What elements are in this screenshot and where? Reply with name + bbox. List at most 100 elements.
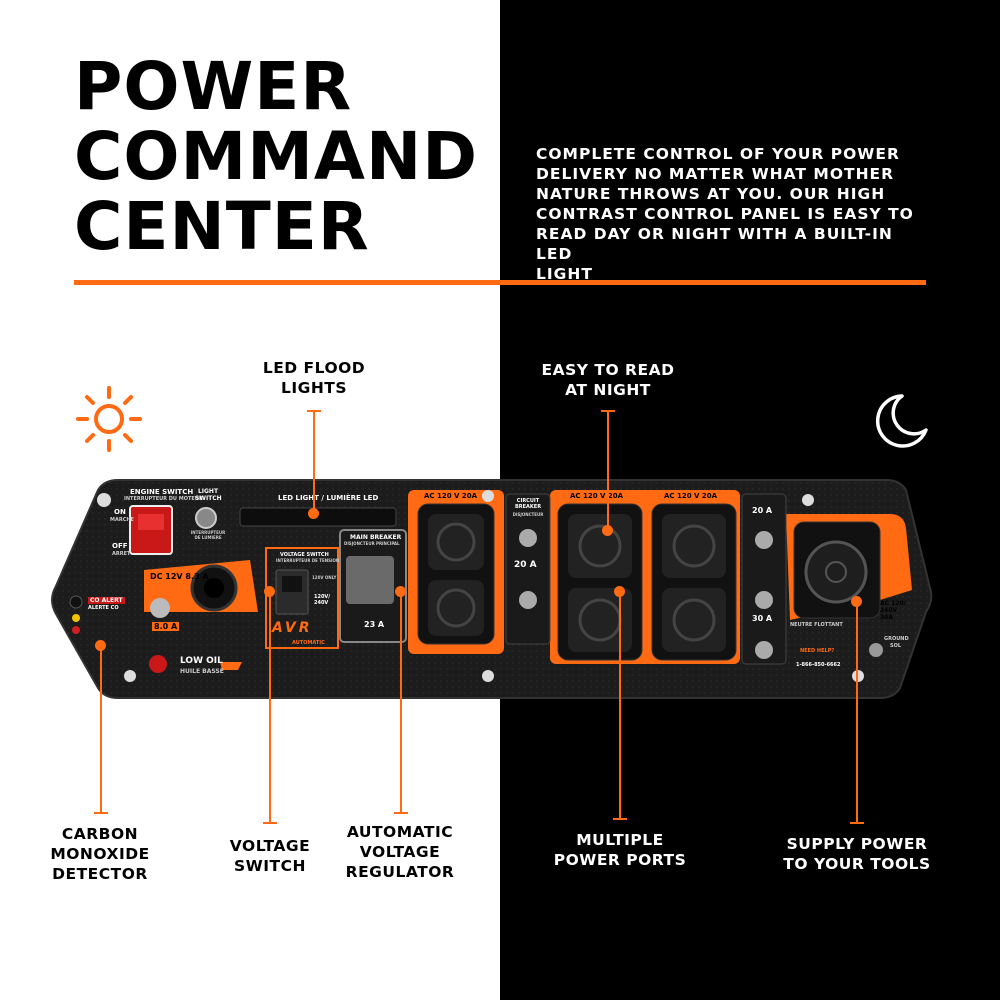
fuse-label: 8.0 A [152,622,180,631]
leader-tick [613,818,627,820]
engine-switch-fr-label: INTERRUPTEUR DU MOTEUR [124,496,203,502]
light-switch-fr-label: INTERRUPTEUR DE LUMIERE [190,530,226,540]
leader-line [400,591,402,813]
ac2-label: AC 120 V 20A [570,492,624,500]
callout-voltage-switch: VOLTAGE SWITCH [210,836,330,876]
callout-multiple-power-ports: MULTIPLE POWER PORTS [540,830,700,870]
voltage-switch-label: VOLTAGE SWITCH [280,552,329,558]
outlet-3 [651,503,737,661]
screw [97,493,111,507]
screw [124,670,136,682]
callout-line: MONOXIDE [50,845,150,863]
co-indicator [69,595,83,609]
leader-dot [602,525,613,536]
leader-tick [394,812,408,814]
help-label: NEED HELP? [800,648,835,654]
neutral-label: NEUTRE FLOTTANT [790,622,843,628]
leader-line [269,591,271,823]
v120-label: 120V ONLY [312,575,337,580]
moon-icon [875,394,928,448]
led-light-bar [239,507,397,527]
callout-carbon-monoxide: CARBON MONOXIDE DETECTOR [40,824,160,884]
leader-tick [94,812,108,814]
leader-tick [850,822,864,824]
callout-line: SWITCH [234,857,306,875]
circuit-breaker-label: CIRCUIT BREAKER [514,498,542,510]
led-light-label: LED LIGHT / LUMIÈRE LED [278,494,379,502]
main-breaker-label: MAIN BREAKER [350,534,402,541]
description-line: CONTRAST CONTROL PANEL IS EASY TO [536,205,914,223]
callout-line: LED FLOOD [262,359,366,377]
light-switch-label: LIGHT SWITCH [195,488,222,502]
leader-line [619,591,621,819]
leader-tick [263,822,277,824]
avr-zone [265,547,339,649]
main-amps-label: 23 A [364,620,385,629]
callout-line: CARBON [61,825,139,843]
ac-big-label: AC 120/ 240V 30A [880,600,906,621]
callout-line: POWER PORTS [553,851,687,869]
callout-line: MULTIPLE [576,831,664,849]
callout-avr: AUTOMATIC VOLTAGE REGULATOR [330,822,470,882]
low-oil-label: LOW OIL [180,656,223,666]
r20-label: 20 A [752,506,773,515]
v120-240-label: 120V/ 240V [314,594,331,606]
fuse [150,598,170,618]
twist-lock-outlet [793,521,881,619]
r30-label: 30 A [752,614,773,623]
leader-line [856,601,858,823]
voltage-switch-fr-label: INTERRUPTEUR DE TENSION [276,558,340,563]
leader-line [313,410,315,512]
low-oil-fr-label: HUILE BASSE [180,668,224,675]
callout-supply-power: SUPPLY POWER TO YOUR TOOLS [776,834,938,874]
engine-switch-label: ENGINE SWITCH [130,488,194,496]
title-line: COMMAND [74,118,478,195]
callout-line: EASY TO READ [541,361,675,379]
dc-rating-label: DC 12V 8.3 A [150,572,209,581]
cb-amps-label: 20 A [514,560,537,570]
sun-icon [76,386,142,452]
callout-line: TO YOUR TOOLS [783,855,931,873]
phone-label: 1-866-850-6662 [796,662,841,668]
ac1-label: AC 120 V 20A [424,492,478,500]
title-line: POWER [74,48,353,125]
callout-line: DETECTOR [52,865,148,883]
leader-line [607,410,609,528]
main-breaker-fr-label: DISJONCTEUR PRINCIPAL [344,541,400,546]
description-line: COMPLETE CONTROL OF YOUR POWER [536,145,900,163]
avr-sub-label: AUTOMATIC [292,640,325,646]
screw [482,490,494,502]
leader-line [100,645,102,813]
leader-dot [308,508,319,519]
ground-terminal [869,643,883,657]
description-line: READ DAY OR NIGHT WITH A BUILT-IN LED [536,225,893,263]
callout-line: VOLTAGE [229,837,311,855]
callout-line: VOLTAGE [359,843,441,861]
light-switch [195,507,217,529]
page-title: POWER COMMAND CENTER [74,52,478,262]
outlet-2 [557,503,643,661]
divider-rule [74,280,926,285]
off-fr-label: ARRET [112,551,131,557]
title-line: CENTER [74,188,370,265]
ground-fr-label: SOL [890,643,902,649]
callout-line: LIGHTS [280,379,348,397]
on-label: ON [114,508,126,516]
on-fr-label: MARCHE [110,517,134,523]
callout-line: REGULATOR [345,863,455,881]
off-label: OFF [112,542,128,550]
callout-led-flood-lights: LED FLOOD LIGHTS [244,358,384,398]
callout-line: AT NIGHT [565,381,651,399]
ground-label: GROUND [884,636,909,642]
circuit-breaker-fr-label: DISJONCTEUR [512,512,544,517]
description: COMPLETE CONTROL OF YOUR POWER DELIVERY … [536,144,926,284]
outlet-1 [417,503,495,645]
circuit-breaker-panel [505,493,551,645]
description-line: NATURE THROWS AT YOU. OUR HIGH [536,185,886,203]
screw [852,670,864,682]
callout-line: SUPPLY POWER [786,835,928,853]
low-oil-lamp [149,655,167,673]
callout-line: AUTOMATIC [346,823,454,841]
ac3-label: AC 120 V 20A [664,492,718,500]
